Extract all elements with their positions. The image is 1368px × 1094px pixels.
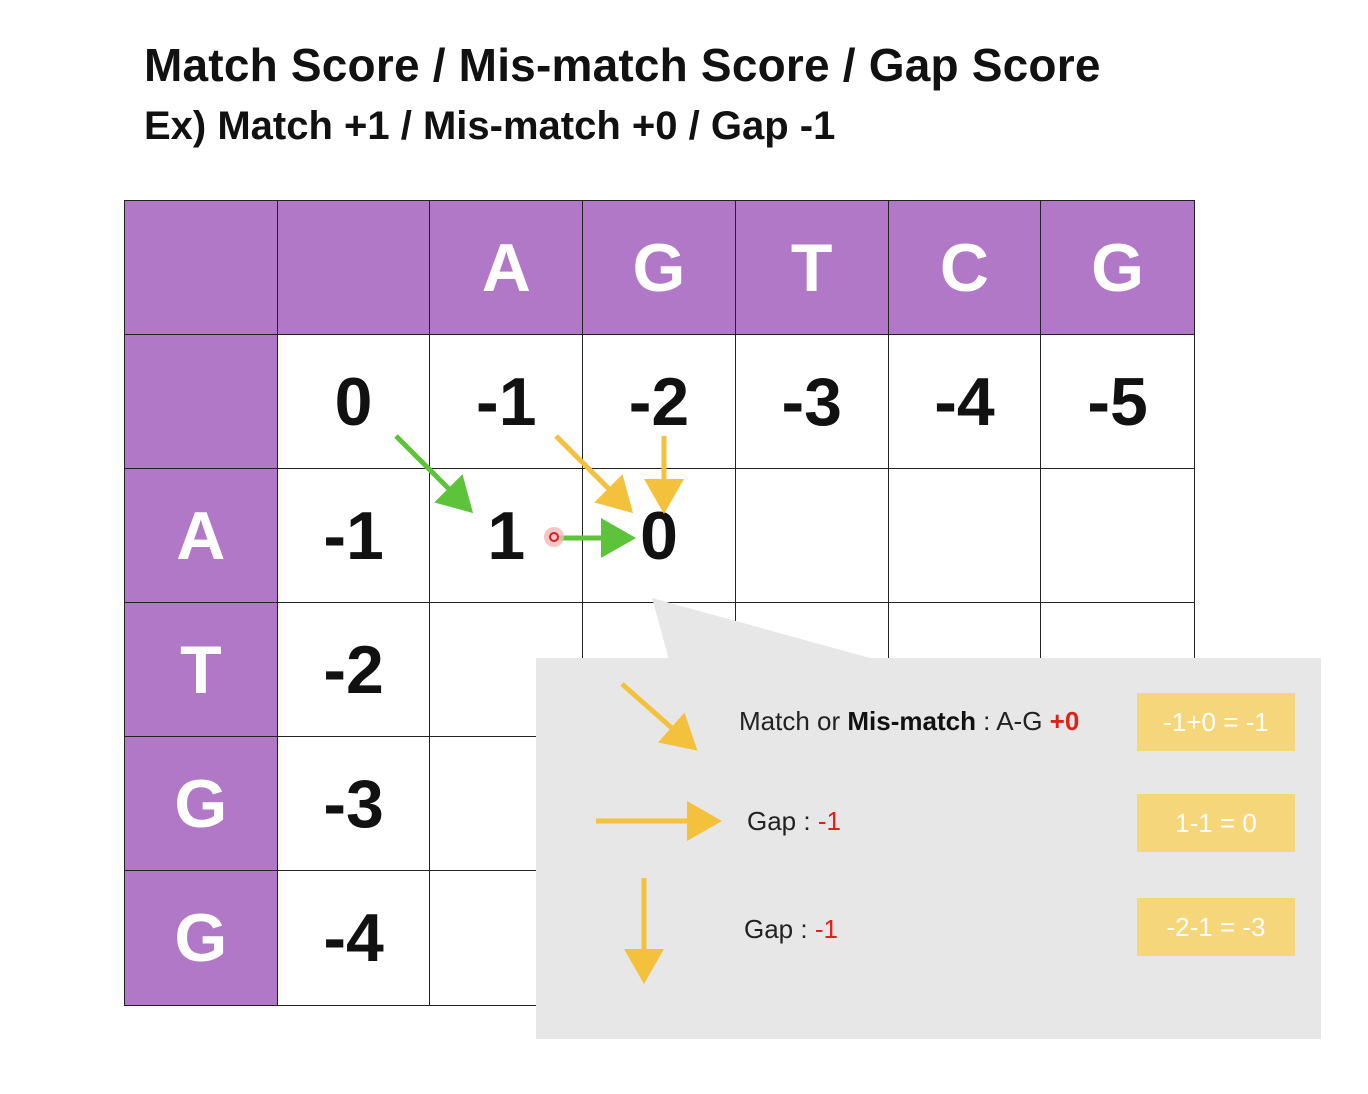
- legend-text: : A-G: [975, 706, 1050, 736]
- matrix-cell: -3: [735, 335, 889, 469]
- legend-text: Gap :: [744, 914, 815, 944]
- column-header: A: [430, 201, 584, 335]
- matrix-cell: -2: [277, 603, 431, 737]
- matrix-cell: -1: [430, 335, 584, 469]
- matrix-cell: [888, 469, 1042, 603]
- matrix-cell: -4: [888, 335, 1042, 469]
- legend-score: -1: [817, 806, 841, 836]
- column-header: G: [583, 201, 736, 335]
- matrix-cell: [277, 201, 431, 335]
- column-header: T: [735, 201, 889, 335]
- matrix-cell: [125, 201, 278, 335]
- calc-box-down: -2-1 = -3: [1137, 898, 1295, 956]
- legend-bold-text: Mis-match: [847, 706, 976, 736]
- column-header: C: [888, 201, 1042, 335]
- legend-right-label: Gap : -1: [747, 806, 841, 837]
- page-title: Match Score / Mis-match Score / Gap Scor…: [144, 39, 1101, 91]
- legend-text: Gap :: [747, 806, 818, 836]
- legend-text: Match or: [739, 706, 848, 736]
- legend-down-label: Gap : -1: [744, 914, 838, 945]
- row-header: [125, 335, 278, 469]
- matrix-cell: [1041, 469, 1194, 603]
- legend-diagonal-label: Match or Mis-match : A-G +0: [739, 706, 1079, 737]
- row-header: A: [125, 469, 278, 603]
- matrix-cell: -5: [1041, 335, 1194, 469]
- column-header: G: [1041, 201, 1194, 335]
- page-subtitle: Ex) Match +1 / Mis-match +0 / Gap -1: [144, 104, 836, 148]
- row-header: T: [125, 603, 278, 737]
- matrix-cell: 1: [430, 469, 584, 603]
- legend-score: +0: [1049, 706, 1080, 736]
- legend-callout: Match or Mis-match : A-G +0 -1+0 = -1 Ga…: [536, 658, 1321, 1039]
- matrix-cell: 0: [277, 335, 431, 469]
- matrix-cell: -4: [278, 871, 431, 1005]
- arrow-diagonal-icon: [620, 682, 698, 751]
- matrix-cell: -1: [277, 469, 431, 603]
- row-header: G: [125, 737, 278, 871]
- calc-box-right: 1-1 = 0: [1137, 794, 1295, 852]
- matrix-cell: -2: [583, 335, 736, 469]
- score-matrix: A G T C G 0 -1 -2 -3 -4 -5 A -1 1 0 T -2…: [124, 200, 1195, 1006]
- calc-box-diagonal: -1+0 = -1: [1137, 693, 1295, 751]
- matrix-cell: -3: [277, 737, 431, 871]
- matrix-cell: 0: [583, 469, 736, 603]
- legend-arrows: [596, 682, 722, 984]
- legend-score: -1: [814, 914, 838, 944]
- row-header: G: [125, 871, 278, 1005]
- matrix-cell: [735, 469, 889, 603]
